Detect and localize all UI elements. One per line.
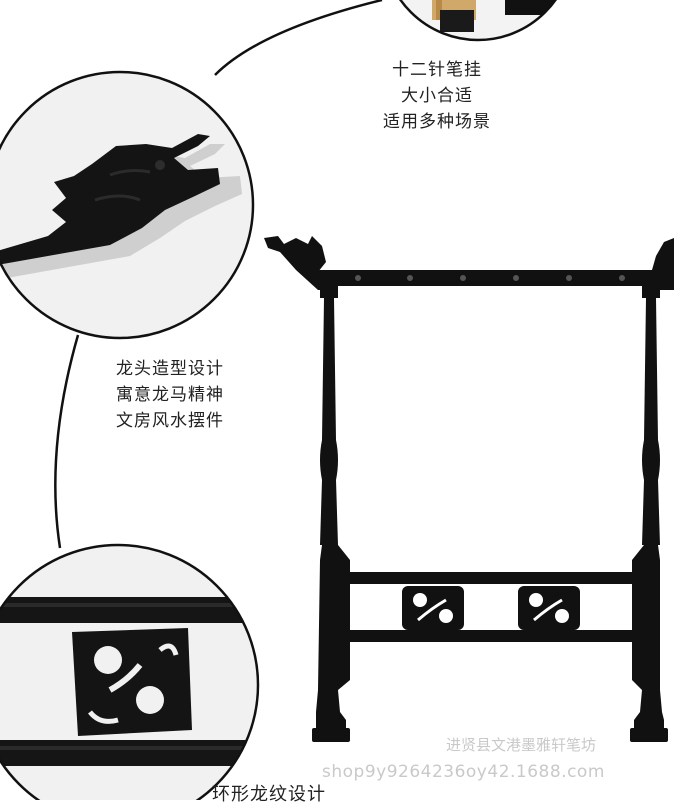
callout-line: 大小合适 (401, 86, 473, 106)
callout-ring-design: 环形龙纹设计 (212, 784, 326, 805)
callout-line: 适用多种场景 (383, 112, 491, 132)
callout-line: 文房风水摆件 (116, 411, 224, 431)
watermark-shop-name: 进贤县文港墨雅轩笔坊 (446, 736, 597, 754)
detail-circle-dragon-head (0, 72, 253, 338)
callout-line: 十二针笔挂 (392, 60, 482, 80)
callout-dragon-head: 龙头造型设计 寓意龙马精神 文房风水摆件 (116, 356, 224, 434)
brush-rack (264, 236, 674, 742)
watermark-shop-url: shop9y9264236oy42.1688.com (322, 762, 605, 782)
detail-circle-pegs (383, 0, 573, 40)
callout-pegs: 十二针笔挂 大小合适 适用多种场景 (372, 57, 502, 135)
callout-line: 寓意龙马精神 (116, 385, 224, 405)
detail-circle-ring-panel (0, 545, 258, 808)
connector-line (214, 0, 383, 76)
callout-line: 龙头造型设计 (116, 359, 224, 379)
connector-line (54, 334, 80, 549)
